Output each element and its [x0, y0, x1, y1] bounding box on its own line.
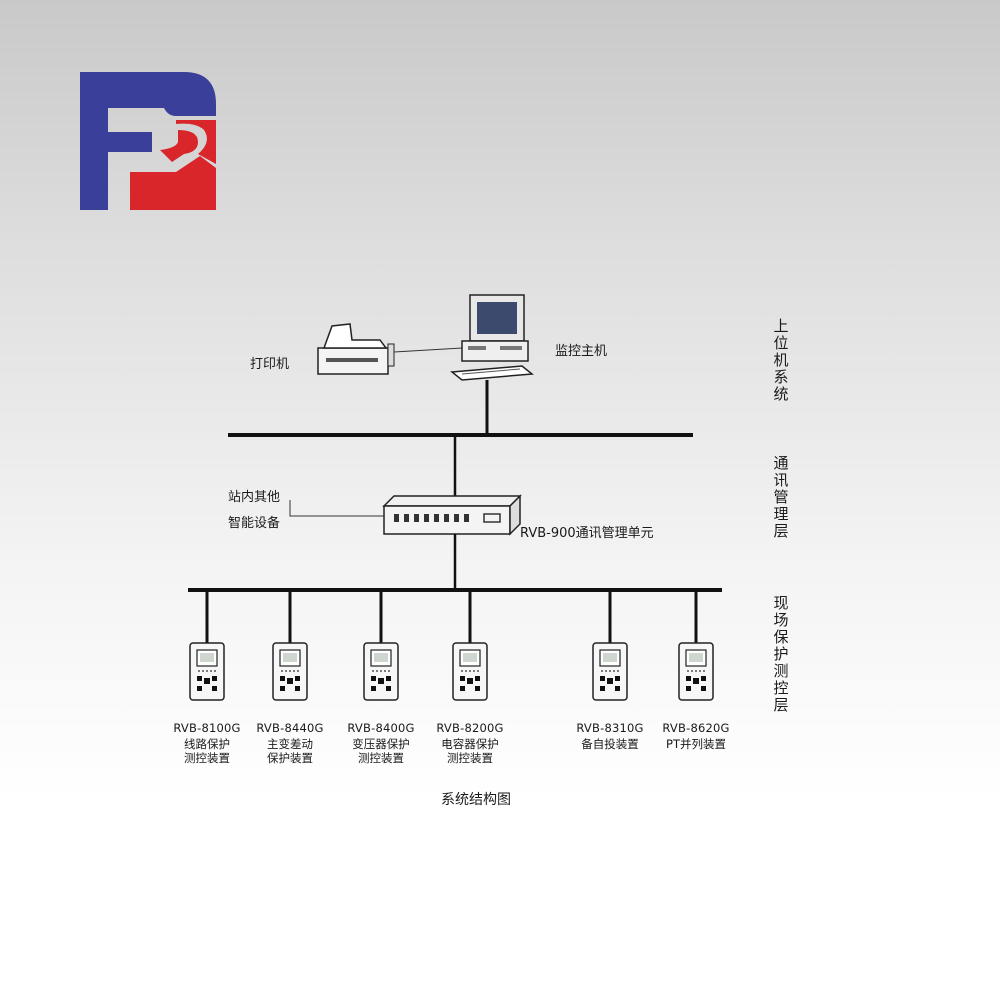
logo-red-top	[176, 120, 216, 164]
printer-icon	[317, 323, 395, 375]
computer-icon	[450, 294, 534, 381]
printer-label: 打印机	[250, 357, 290, 372]
protection-device-icon	[452, 642, 488, 701]
device-model: RVB-8100G	[173, 721, 241, 735]
logo-blue-shape	[80, 72, 216, 210]
protection-device-icon	[363, 642, 399, 701]
device-model: RVB-8200G	[436, 721, 504, 735]
device-model: RVB-8620G	[662, 721, 730, 735]
other-devices-label-2: 智能设备	[228, 516, 281, 531]
layer-comm: 通讯管理层	[773, 454, 789, 540]
device-name: 变压器保护 测控装置	[352, 737, 410, 765]
device-model: RVB-8440G	[256, 721, 324, 735]
device-name: 备自投装置	[581, 737, 639, 751]
protection-device-icon	[189, 642, 225, 701]
layer-upper: 上位机系统	[773, 317, 789, 403]
comm-manager-label: RVB-900通讯管理单元	[520, 526, 654, 541]
protection-device-icon	[592, 642, 628, 701]
logo-red-mid	[160, 130, 198, 162]
host-label: 监控主机	[555, 344, 608, 359]
printer-host-link	[393, 347, 463, 353]
other-devices-link	[289, 500, 384, 517]
protection-device-icon	[272, 642, 308, 701]
device-name: 线路保护 测控装置	[184, 737, 230, 765]
protection-device-icon	[678, 642, 714, 701]
diagram-caption: 系统结构图	[441, 792, 511, 808]
device-name: PT并列装置	[666, 737, 726, 751]
device-model: RVB-8310G	[576, 721, 644, 735]
device-model: RVB-8400G	[347, 721, 415, 735]
layer-field: 现场保护测控层	[773, 594, 789, 714]
comm-manager-icon	[382, 494, 522, 536]
other-devices-label-1: 站内其他	[228, 490, 281, 505]
company-logo	[80, 72, 216, 210]
logo-red-shape	[130, 156, 216, 210]
device-name: 主变差动 保护装置	[267, 737, 313, 765]
device-name: 电容器保护 测控装置	[441, 737, 499, 765]
